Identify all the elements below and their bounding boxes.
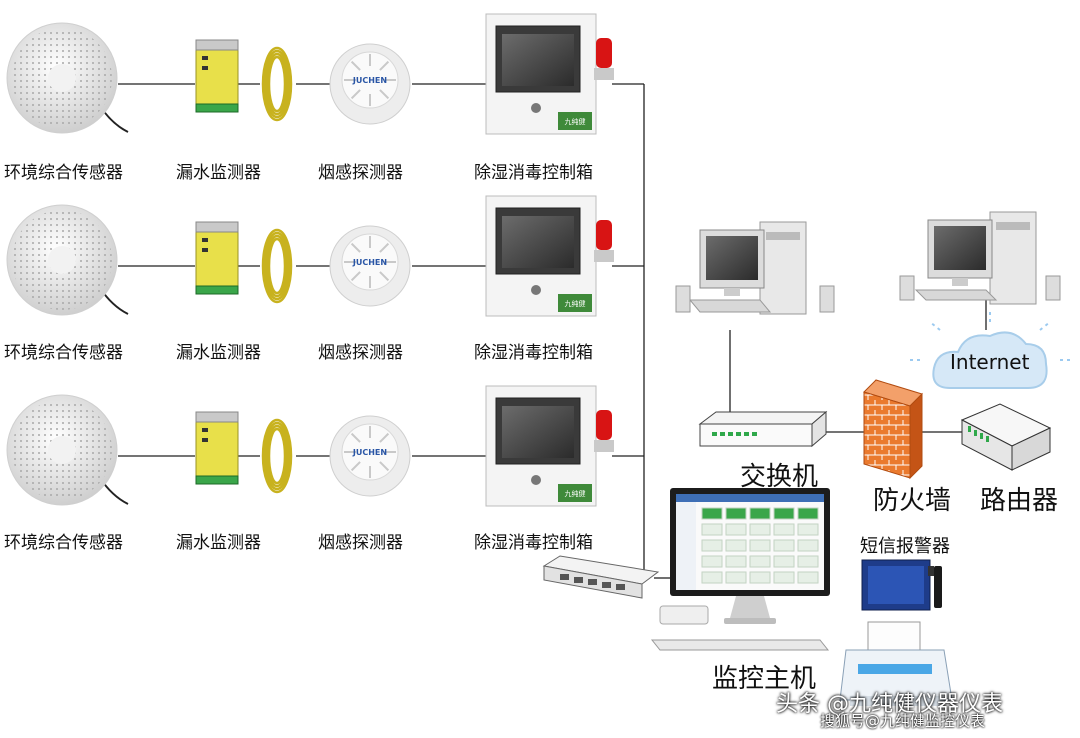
dashboard-tile — [773, 539, 795, 552]
dashboard-tile — [797, 523, 819, 536]
smoke-brand: JUCHEN — [352, 258, 387, 267]
dashboard-tile — [725, 507, 747, 520]
sensor-label: 环境综合传感器 — [4, 163, 123, 183]
leak-sensing-cable — [261, 228, 293, 304]
connection-lines — [118, 83, 987, 579]
dashboard-tile — [701, 523, 723, 536]
smoke-detector-label: 烟感探测器 — [318, 533, 403, 553]
host-label: 监控主机 — [712, 664, 817, 694]
dashboard-tile — [749, 539, 771, 552]
dashboard-tile — [773, 507, 795, 520]
dashboard-tile — [725, 539, 747, 552]
dashboard-tile — [749, 571, 771, 584]
dashboard-tile — [773, 523, 795, 536]
dashboard-tile — [701, 539, 723, 552]
device-row: JUCHEN 九纯健 — [6, 13, 614, 135]
cabinet-brand: 九纯健 — [565, 117, 586, 126]
leak-sensing-cable — [261, 418, 293, 494]
leak-detector — [195, 221, 239, 295]
internet-cloud-icon — [910, 312, 1070, 389]
router-label: 路由器 — [980, 486, 1059, 516]
smoke-brand: JUCHEN — [352, 76, 387, 85]
dashboard-tile — [749, 523, 771, 536]
leak-detector-label: 漏水监测器 — [176, 533, 261, 553]
workstation-1 — [675, 221, 835, 315]
alarm-light-icon — [594, 410, 614, 452]
cabinet-label: 除湿消毒控制箱 — [474, 343, 593, 363]
smoke-brand: JUCHEN — [352, 448, 387, 457]
dashboard-tile — [773, 571, 795, 584]
dashboard-tile — [725, 571, 747, 584]
leak-detector — [195, 411, 239, 485]
dashboard-tile — [701, 507, 723, 520]
device-row: JUCHEN 九纯健 — [6, 195, 614, 317]
cabinet-brand: 九纯健 — [565, 299, 586, 308]
leak-detector-label: 漏水监测器 — [176, 163, 261, 183]
smoke-detector: JUCHEN — [329, 415, 411, 497]
dashboard-tile — [749, 555, 771, 568]
router-device — [960, 403, 1052, 471]
dashboard-tile — [701, 555, 723, 568]
smoke-detector: JUCHEN — [329, 43, 411, 125]
cabinet-label: 除湿消毒控制箱 — [474, 163, 593, 183]
leak-detector-label: 漏水监测器 — [176, 343, 261, 363]
device-row: JUCHEN 九纯健 — [6, 385, 614, 507]
watermark-line2: 搜狐号@九纯健监控仪表 — [820, 712, 986, 730]
firewall-icon — [863, 379, 923, 480]
environment-sensor — [6, 22, 129, 134]
dashboard-tile — [797, 571, 819, 584]
smoke-detector-label: 烟感探测器 — [318, 163, 403, 183]
smoke-detector: JUCHEN — [329, 225, 411, 307]
dashboard-tile — [797, 555, 819, 568]
cabinet-brand: 九纯健 — [565, 489, 586, 498]
control-cabinet: 九纯健 — [485, 385, 597, 507]
sensor-label: 环境综合传感器 — [4, 533, 123, 553]
environment-sensor — [6, 394, 129, 506]
sms-alarm-device — [861, 559, 942, 611]
switch-device — [698, 410, 828, 448]
cabinet-label: 除湿消毒控制箱 — [474, 533, 593, 553]
dashboard-tile — [749, 507, 771, 520]
leak-sensing-cable — [261, 46, 293, 122]
mini-switch — [542, 555, 660, 599]
dashboard-tile — [701, 571, 723, 584]
dashboard-tile — [797, 539, 819, 552]
switch-label: 交换机 — [740, 462, 819, 492]
sensor-label: 环境综合传感器 — [4, 343, 123, 363]
printer-device — [839, 621, 953, 706]
sms-alarm-label: 短信报警器 — [860, 536, 950, 557]
monitoring-host — [650, 488, 830, 651]
dashboard-tile — [797, 507, 819, 520]
dashboard-tile — [725, 523, 747, 536]
internet-label: Internet — [950, 350, 1030, 374]
alarm-light-icon — [594, 38, 614, 80]
environment-sensor — [6, 204, 129, 316]
watermark-line1: 头条 @九纯健仪器仪表 — [776, 692, 1003, 717]
smoke-detector-label: 烟感探测器 — [318, 343, 403, 363]
alarm-light-icon — [594, 220, 614, 262]
dashboard-tile — [725, 555, 747, 568]
leak-detector — [195, 39, 239, 113]
control-cabinet: 九纯健 — [485, 13, 597, 135]
firewall-label: 防火墙 — [873, 486, 952, 516]
workstation-2 — [899, 211, 1061, 305]
control-cabinet: 九纯健 — [485, 195, 597, 317]
dashboard-tile — [773, 555, 795, 568]
